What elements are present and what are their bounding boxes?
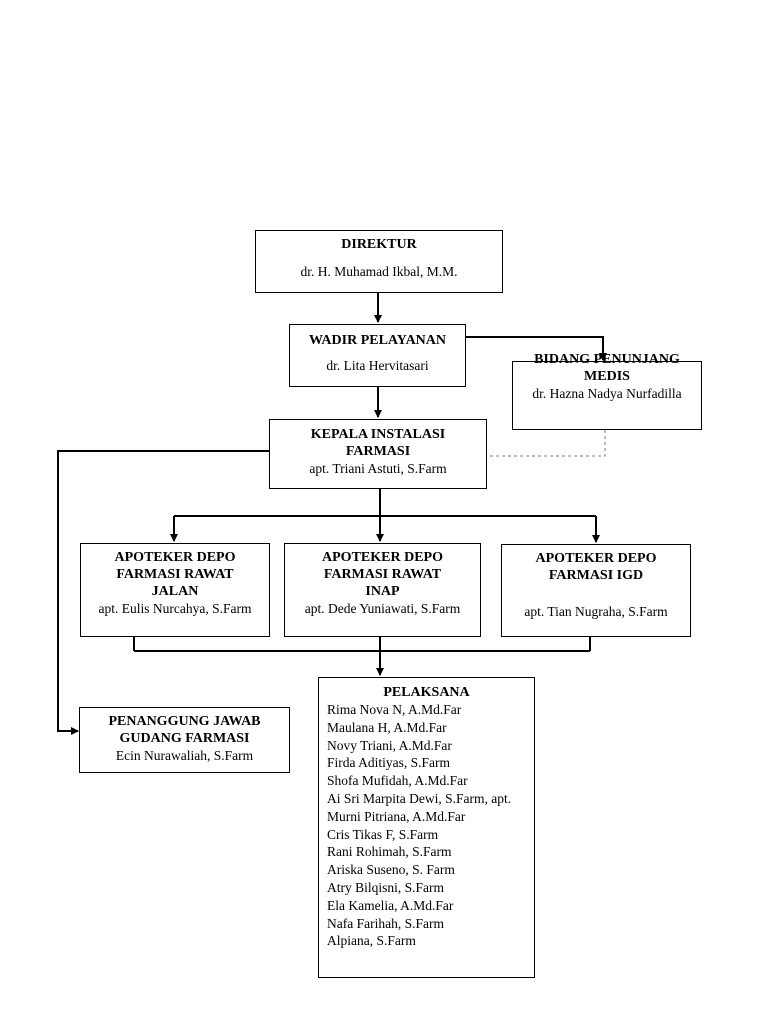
- pelaksana-member: Murni Pitriana, A.Md.Far: [327, 808, 466, 824]
- depo-inap-title-line1: APOTEKER DEPO: [322, 550, 443, 565]
- bidang-box: BIDANG PENUNJANG MEDIS dr. Hazna Nadya N…: [512, 352, 702, 430]
- pelaksana-member: Rima Nova N, A.Md.Far: [327, 702, 462, 717]
- connector-kepala-gudang: [57, 450, 270, 735]
- gudang-name: Ecin Nurawaliah, S.Farm: [115, 748, 254, 763]
- pelaksana-member: Firda Aditiyas, S.Farm: [327, 755, 451, 771]
- depo-inap-box: APOTEKER DEPO FARMASI RAWAT INAP apt. De…: [284, 543, 481, 637]
- depo-igd-name: apt. Tian Nugraha, S.Farm: [524, 604, 668, 619]
- depo-jalan-box: APOTEKER DEPO FARMASI RAWAT JALAN apt. E…: [80, 543, 270, 637]
- kepala-name: apt. Triani Astuti, S.Farm: [309, 461, 447, 476]
- wadir-box: WADIR PELAYANAN dr. Lita Hervitasari: [289, 324, 466, 387]
- pelaksana-member: Cris Tikas F, S.Farm: [327, 826, 439, 842]
- bidang-name: dr. Hazna Nadya Nurfadilla: [532, 386, 682, 401]
- pelaksana-member: Shofa Mufidah, A.Md.Far: [327, 773, 468, 789]
- depo-igd-title-line1: APOTEKER DEPO: [535, 551, 657, 566]
- depo-jalan-name: apt. Eulis Nurcahya, S.Farm: [98, 601, 252, 616]
- connector-wadir-bidang: [466, 336, 607, 361]
- wadir-title: WADIR PELAYANAN: [308, 333, 447, 348]
- pelaksana-title: PELAKSANA: [383, 685, 470, 700]
- depo-igd-title-line2: FARMASI IGD: [548, 568, 644, 583]
- pelaksana-member: Ela Kamelia, A.Md.Far: [327, 897, 454, 913]
- connector-bidang-kepala-dashed: [487, 430, 606, 457]
- depo-igd-box: APOTEKER DEPO FARMASI IGD apt. Tian Nugr…: [501, 544, 691, 637]
- pelaksana-member: Maulana H, A.Md.Far: [327, 719, 447, 735]
- kepala-title-line2: FARMASI: [345, 444, 411, 459]
- pelaksana-member: Nafa Farihah, S.Farm: [327, 915, 444, 931]
- depo-jalan-title-line1: APOTEKER DEPO: [114, 550, 236, 565]
- wadir-name: dr. Lita Hervitasari: [326, 358, 429, 373]
- bidang-title-line1: BIDANG PENUNJANG: [534, 352, 680, 367]
- pelaksana-member: Alpiana, S.Farm: [327, 933, 416, 949]
- depo-inap-title-line2: FARMASI RAWAT: [323, 567, 442, 582]
- depo-inap-title-line3: INAP: [365, 584, 400, 599]
- direktur-box: DIREKTUR dr. H. Muhamad Ikbal, M.M.: [255, 230, 503, 293]
- gudang-title-line2: GUDANG FARMASI: [119, 731, 250, 746]
- kepala-title-line1: KEPALA INSTALASI: [310, 427, 446, 442]
- kepala-box: KEPALA INSTALASI FARMASI apt. Triani Ast…: [269, 419, 487, 489]
- depo-inap-name: apt. Dede Yuniawati, S.Farm: [304, 601, 461, 616]
- pelaksana-member: Ariska Suseno, S. Farm: [327, 862, 455, 878]
- depo-jalan-title-line3: JALAN: [151, 584, 199, 599]
- gudang-title-line1: PENANGGUNG JAWAB: [108, 714, 261, 729]
- pelaksana-member: Novy Triani, A.Md.Far: [327, 737, 452, 753]
- depo-jalan-title-line2: FARMASI RAWAT: [116, 567, 234, 582]
- direktur-name: dr. H. Muhamad Ikbal, M.M.: [300, 264, 458, 279]
- pelaksana-member: Rani Rohimah, S.Farm: [327, 844, 452, 860]
- pelaksana-member: Ai Sri Marpita Dewi, S.Farm, apt.: [327, 790, 512, 806]
- bidang-title-line2: MEDIS: [584, 369, 630, 384]
- direktur-title: DIREKTUR: [341, 237, 417, 252]
- gudang-box: PENANGGUNG JAWAB GUDANG FARMASI Ecin Nur…: [79, 707, 290, 773]
- pelaksana-member: Atry Bilqisni, S.Farm: [327, 879, 445, 895]
